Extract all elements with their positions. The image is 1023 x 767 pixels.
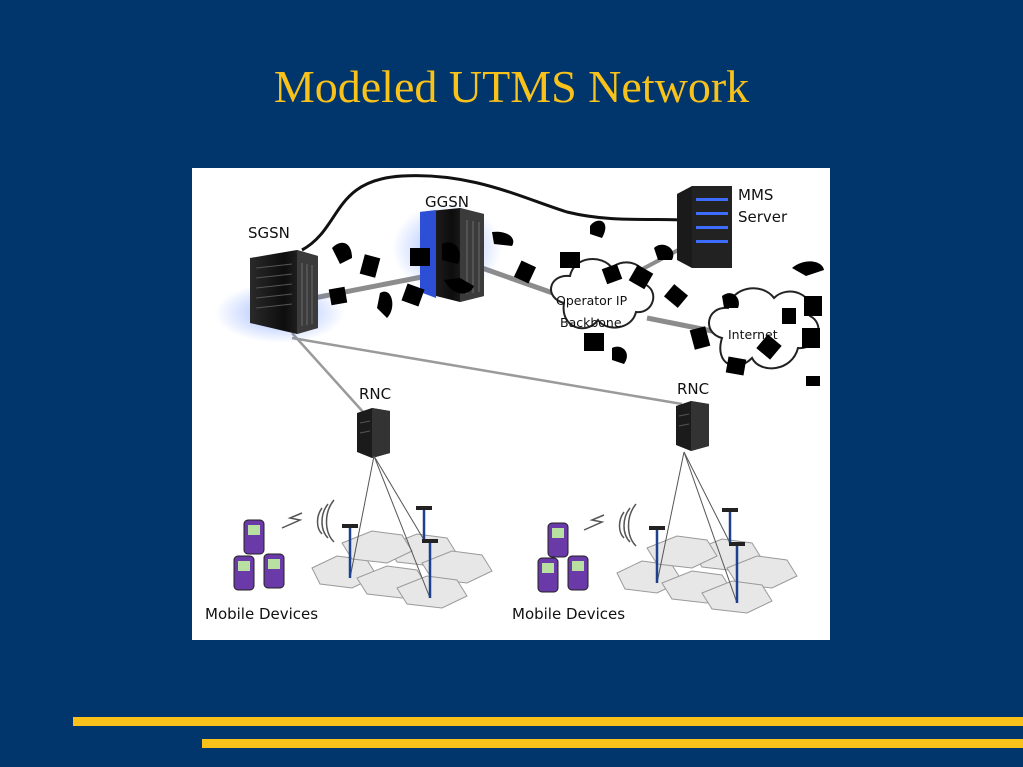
mobile-devices-left-label: Mobile Devices [205, 605, 319, 623]
radio-signal-icon-right [583, 503, 637, 547]
operator-backbone-label-line1: Operator IP [556, 293, 628, 308]
ggsn-label: GGSN [425, 193, 469, 211]
link-sgsn-rnc-right [291, 336, 683, 406]
network-links [291, 174, 723, 414]
radio-signal-icon-left [281, 499, 335, 543]
ggsn-server-icon [392, 203, 502, 302]
rnc-right-icon [676, 401, 709, 451]
mobile-phones-left-icon [233, 519, 285, 591]
rnc-left-icon [357, 408, 390, 458]
tower-lines-left [349, 455, 431, 599]
accent-bar-bottom [202, 739, 1023, 748]
mms-server-label-line2: Server [738, 208, 788, 226]
mms-server-label-line1: MMS [738, 186, 774, 204]
mms-server-icon [677, 186, 732, 268]
rnc-left-label: RNC [359, 385, 392, 403]
mobile-phones-right-icon [537, 522, 589, 593]
network-diagram: SGSN GGSN MMS Server Operator IP Backbon… [192, 168, 830, 640]
rnc-right-label: RNC [677, 380, 710, 398]
sgsn-label: SGSN [248, 224, 290, 242]
sgsn-server-icon [215, 250, 345, 343]
slide-title: Modeled UTMS Network [273, 61, 750, 112]
internet-label: Internet [728, 327, 778, 342]
redaction-marks [328, 220, 824, 386]
cell-area-right [616, 535, 798, 614]
tower-lines-right [656, 451, 738, 604]
accent-bar-top [73, 717, 1023, 726]
antenna-towers-left [342, 506, 438, 598]
antenna-towers-right [649, 508, 745, 603]
link-backbone-internet [646, 315, 723, 336]
link-sgsn-rnc-left [291, 332, 365, 414]
operator-backbone-label-line2: Backbone [560, 315, 622, 330]
link-sgsn-mms-curve [301, 174, 683, 252]
mobile-devices-right-label: Mobile Devices [512, 605, 626, 623]
cell-area-left [311, 530, 493, 609]
